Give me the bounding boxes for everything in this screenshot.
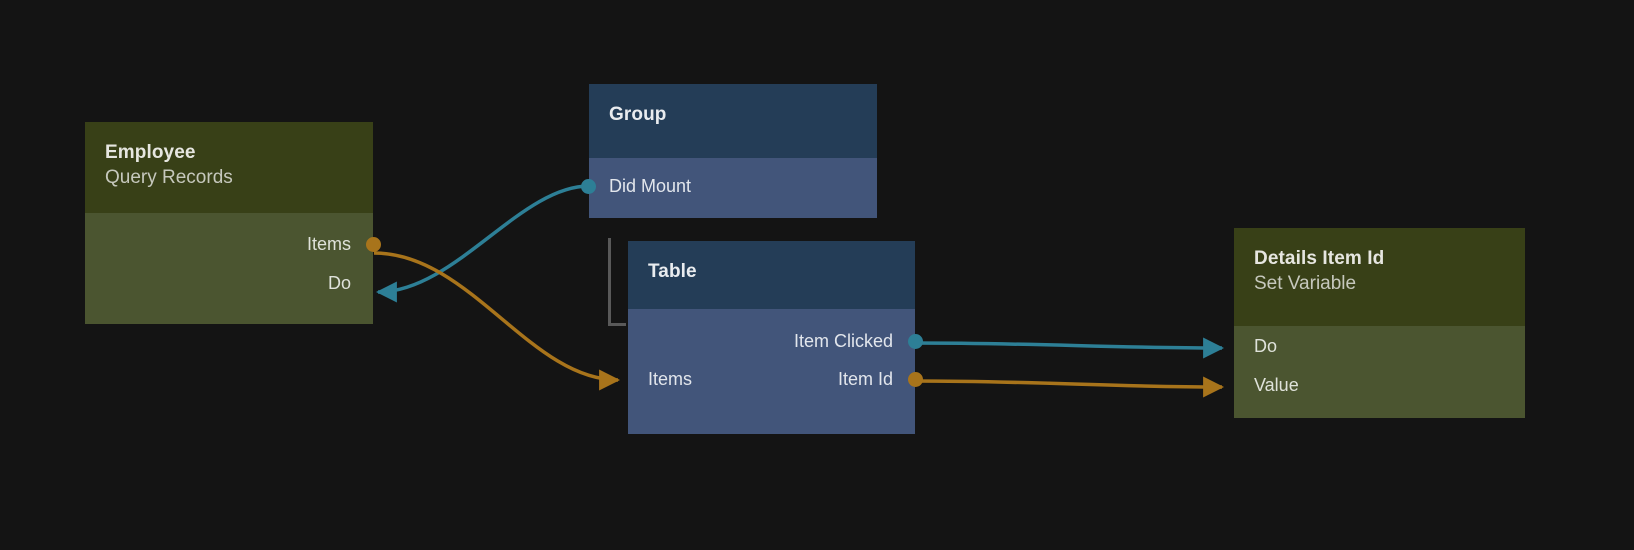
port-dot-employee-items[interactable] (366, 237, 381, 252)
node-table-header: Table (628, 241, 915, 309)
edge-didmount-to-employee-do (375, 184, 590, 303)
port-table-items[interactable]: Items (648, 368, 692, 390)
port-details-value-label: Value (1254, 375, 1299, 395)
port-employee-items-label: Items (306, 234, 351, 254)
port-table-items-label: Items (648, 369, 693, 389)
node-details-item-id-header: Details Item Id Set Variable (1234, 228, 1525, 326)
port-employee-items[interactable]: Items (307, 233, 351, 255)
node-table[interactable]: Table Item Clicked Items Item Id (628, 241, 923, 434)
node-group[interactable]: Group Did Mount (581, 84, 877, 218)
node-table-title: Table (648, 261, 697, 282)
edge-employee-items-to-table-items (373, 251, 621, 391)
group-nesting-bracket (608, 238, 626, 326)
port-employee-do[interactable]: Do (328, 272, 351, 294)
port-group-did-mount[interactable]: Did Mount (609, 175, 691, 197)
port-table-item-id-label: Item Id (837, 369, 893, 389)
node-group-header: Group (589, 84, 877, 158)
port-details-do[interactable]: Do (1254, 335, 1277, 357)
node-group-title: Group (609, 104, 667, 125)
port-employee-do-label: Do (327, 273, 351, 293)
node-group-body: Did Mount (581, 158, 877, 218)
node-employee-title: Employee (105, 142, 196, 163)
port-table-item-clicked-label: Item Clicked (793, 331, 893, 351)
port-group-did-mount-label: Did Mount (609, 176, 692, 196)
port-table-item-clicked[interactable]: Item Clicked (794, 330, 893, 352)
node-details-item-id[interactable]: Details Item Id Set Variable Do Value (1234, 228, 1525, 418)
port-dot-table-item-clicked[interactable] (908, 334, 923, 349)
edge-table-itemclicked-to-details-do (912, 337, 1225, 359)
port-table-item-id[interactable]: Item Id (838, 368, 893, 390)
node-details-item-id-body: Do Value (1234, 326, 1525, 418)
node-table-body: Item Clicked Items Item Id (628, 309, 923, 434)
edge-table-itemid-to-details-value (912, 376, 1225, 398)
node-employee-body: Items Do (85, 213, 381, 324)
port-details-do-label: Do (1254, 336, 1278, 356)
port-dot-table-item-id[interactable] (908, 372, 923, 387)
port-details-value[interactable]: Value (1254, 374, 1299, 396)
node-employee[interactable]: Employee Query Records Items Do (85, 122, 381, 324)
node-details-item-id-title: Details Item Id (1254, 248, 1385, 269)
node-employee-header: Employee Query Records (85, 122, 373, 213)
port-dot-group-did-mount[interactable] (581, 179, 596, 194)
node-details-item-id-subtitle: Set Variable (1254, 273, 1357, 294)
node-employee-subtitle: Query Records (105, 167, 233, 188)
